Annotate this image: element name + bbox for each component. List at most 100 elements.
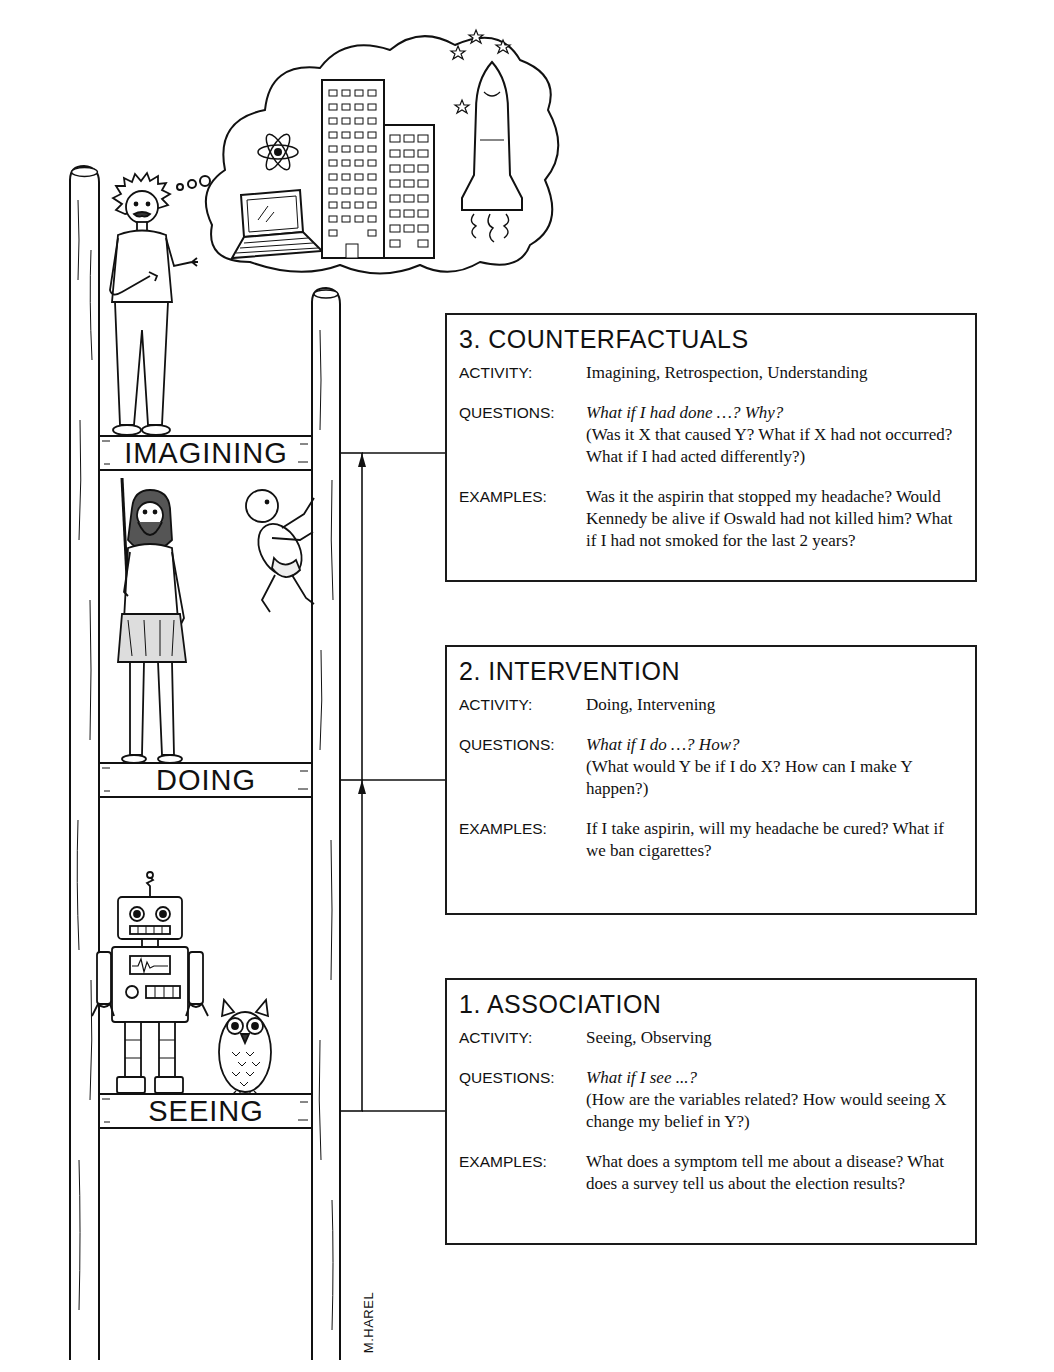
robot-figure — [132, 959, 168, 972]
thought-cloud — [322, 80, 384, 258]
caveman-figure — [128, 620, 174, 656]
einstein-figure — [166, 238, 198, 266]
caveman-figure — [130, 662, 144, 755]
baby-figure — [292, 575, 314, 604]
value-column: What if I do …? How?(What would Y be if … — [586, 734, 963, 800]
thought-cloud — [462, 62, 522, 210]
thought-cloud — [329, 118, 337, 124]
thought-cloud — [342, 188, 350, 194]
robot-figure — [189, 952, 203, 1004]
thought-cloud — [342, 90, 350, 96]
thought-cloud — [200, 176, 210, 186]
ladder-rung: IMAGINING — [100, 436, 362, 470]
caveman-figure — [118, 478, 186, 763]
level-box: 3. COUNTERFACTUALSACTIVITY:Imagining, Re… — [445, 313, 977, 582]
thought-cloud — [368, 160, 376, 166]
thought-cloud — [368, 202, 376, 208]
robot-figure — [147, 877, 153, 897]
thought-cloud — [342, 216, 350, 222]
baby-figure — [250, 516, 311, 583]
thought-cloud — [418, 240, 428, 247]
thought-cloud — [418, 210, 428, 217]
robot-figure — [92, 1004, 114, 1016]
thought-cloud — [404, 135, 414, 142]
thought-cloud — [355, 146, 363, 152]
caveman-figure — [118, 614, 186, 662]
baby-figure — [272, 532, 313, 540]
owl-figure — [233, 1091, 257, 1094]
robot-figure — [125, 1022, 141, 1077]
robot-figure — [117, 1077, 145, 1093]
thought-cloud — [329, 146, 337, 152]
thought-cloud — [329, 230, 337, 236]
thought-cloud — [368, 104, 376, 110]
connector-stub — [340, 452, 363, 454]
thought-cloud — [206, 36, 558, 273]
box-row: ACTIVITY:Seeing, Observing — [459, 1027, 963, 1049]
einstein-figure — [113, 425, 141, 435]
value-column: If I take aspirin, will my headache be c… — [586, 818, 963, 862]
field-label: EXAMPLES: — [459, 1151, 586, 1195]
thought-cloud — [471, 214, 508, 242]
thought-cloud — [390, 210, 400, 217]
thought-cloud — [368, 146, 376, 152]
box-heading: 2. INTERVENTION — [459, 656, 963, 686]
thought-cloud — [390, 150, 400, 157]
box-row: QUESTIONS:What if I do …? How?(What woul… — [459, 734, 963, 800]
box-row: QUESTIONS:What if I see ...?(How are the… — [459, 1067, 963, 1133]
ladder-plank — [96, 436, 316, 470]
owl-figure — [232, 1052, 260, 1086]
thought-cloud — [329, 104, 337, 110]
ladder-plank — [96, 436, 316, 1128]
baby-figure — [282, 498, 314, 528]
box-row: EXAMPLES:What does a symptom tell me abo… — [459, 1151, 963, 1195]
thought-cloud — [342, 174, 350, 180]
baby-figure — [266, 501, 269, 504]
box-row: ACTIVITY:Doing, Intervening — [459, 694, 963, 716]
einstein-figure — [147, 203, 150, 206]
level-arrow — [361, 453, 363, 780]
robot-figure — [142, 939, 158, 947]
thought-cloud — [262, 131, 294, 173]
einstein-figure — [110, 173, 198, 435]
connector-line — [362, 779, 445, 781]
thought-cloud — [275, 149, 281, 155]
thought-cloud — [342, 132, 350, 138]
robot-figure — [130, 907, 144, 921]
box-heading: 3. COUNTERFACTUALS — [459, 324, 963, 354]
thought-cloud — [329, 90, 337, 96]
field-label: QUESTIONS: — [459, 1067, 586, 1133]
ladder-pole — [70, 166, 340, 1360]
value-column: Doing, Intervening — [586, 694, 963, 716]
thought-cloud — [342, 146, 350, 152]
robot-figure — [147, 872, 153, 878]
thought-cloud — [390, 135, 400, 142]
field-value: Doing, Intervening — [586, 694, 963, 716]
robot-figure — [130, 956, 170, 974]
value-column: Seeing, Observing — [586, 1027, 963, 1049]
thought-cloud — [329, 188, 337, 194]
connector-stub — [340, 453, 363, 1111]
thought-cloud — [404, 180, 414, 187]
thought-cloud — [177, 184, 183, 190]
thought-cloud — [390, 195, 400, 202]
thought-cloud — [329, 132, 337, 138]
thought-cloud — [418, 165, 428, 172]
thought-cloud — [368, 90, 376, 96]
rung-label: SEEING — [148, 1095, 264, 1127]
caveman-figure — [154, 511, 157, 514]
connector-line — [362, 452, 445, 454]
baby-figure — [262, 575, 275, 612]
owl-figure — [219, 1000, 271, 1094]
thought-cloud — [355, 202, 363, 208]
thought-cloud — [258, 206, 274, 222]
box-row: EXAMPLES:If I take aspirin, will my head… — [459, 818, 963, 862]
thought-cloud — [469, 30, 483, 43]
thought-cloud — [262, 131, 294, 173]
thought-cloud — [368, 216, 376, 222]
thought-cloud — [355, 132, 363, 138]
value-column: Imagining, Retrospection, Understanding — [586, 362, 963, 384]
caveman-figure — [128, 490, 172, 550]
thought-cloud — [258, 145, 298, 159]
